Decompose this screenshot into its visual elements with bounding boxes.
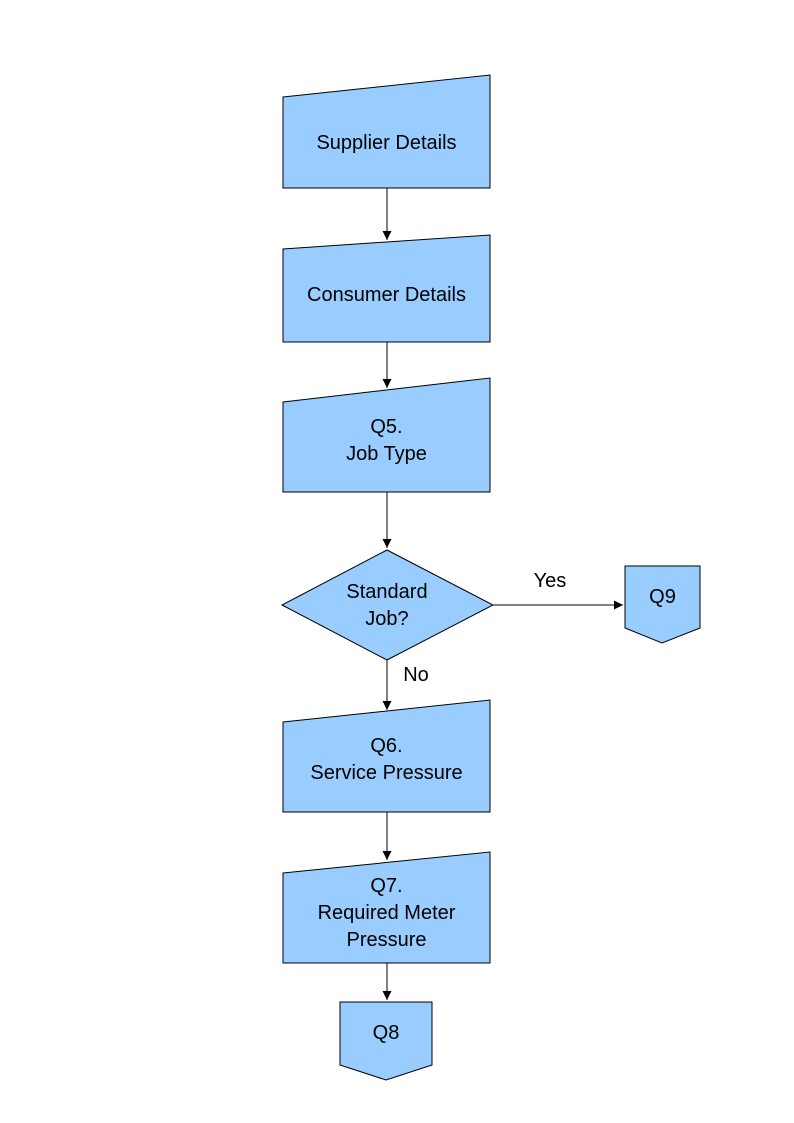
supplier-details-shape [282,74,491,189]
supplier-details-label: Supplier Details [316,131,457,154]
q6-service-pressure-label: Q6. Service Pressure [310,735,463,784]
q9-label: Q9 [649,585,676,608]
q6-service-pressure-shape [282,699,491,813]
q9-offpage-connector-shape [624,565,701,644]
q7-required-meter-pressure-shape [282,851,491,964]
q8-label: Q8 [372,1022,400,1044]
q5-job-type-shape [282,377,491,493]
consumer-details-shape [282,234,491,343]
q7-required-meter-pressure-label: Q7. Required Meter Pressure [317,875,456,951]
no-edge-label: No [403,664,429,686]
standard-job-decision-label: Standard Job? [346,581,428,630]
consumer-details-label: Consumer Details [307,284,466,306]
standard-job-decision-diamond [280,549,495,661]
yes-edge-label: Yes [533,569,567,592]
q8-offpage-connector-shape [339,1001,433,1081]
q5-job-type-label: Q5. Job Type [346,416,427,465]
